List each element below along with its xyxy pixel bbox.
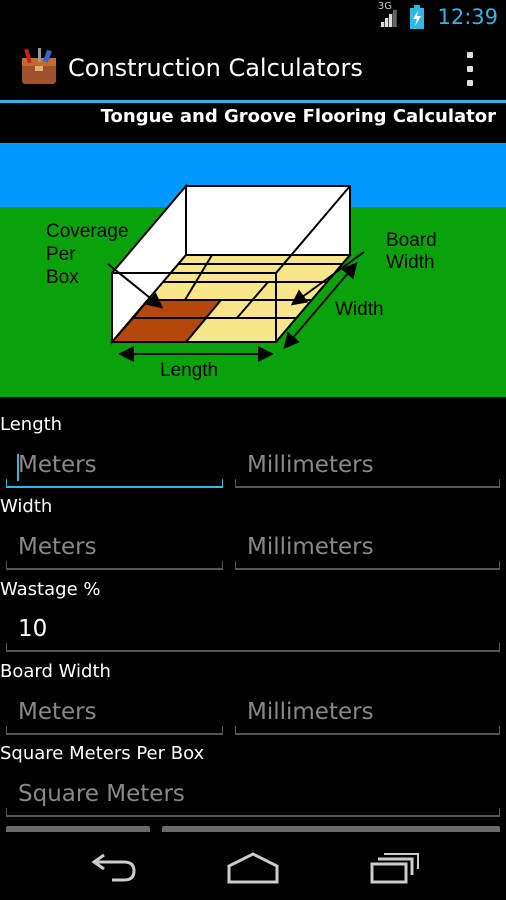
width-millimeters-placeholder: Millimeters <box>247 534 374 560</box>
calculate-button[interactable] <box>6 826 150 832</box>
board-width-label: Board Width <box>0 661 111 682</box>
status-clock: 12:39 <box>437 5 498 29</box>
width-meters-placeholder: Meters <box>18 534 97 560</box>
overflow-menu-icon[interactable] <box>460 52 480 86</box>
label-board: Board <box>386 230 437 251</box>
wastage-input[interactable]: 10 <box>6 610 500 652</box>
battery-charging-icon <box>410 5 425 29</box>
status-bar: 3G 12:39 <box>0 0 506 36</box>
coverage-board <box>130 299 224 319</box>
label-length: Length <box>160 360 218 381</box>
board-width-millimeters-placeholder: Millimeters <box>247 699 374 725</box>
sqm-per-box-placeholder: Square Meters <box>18 781 185 807</box>
action-bar-divider <box>0 100 506 103</box>
length-label: Length <box>0 414 63 435</box>
length-millimeters-placeholder: Millimeters <box>247 452 374 478</box>
network-type-label: 3G <box>377 1 392 12</box>
sqm-per-box-input[interactable]: Square Meters <box>6 775 500 817</box>
board-width-meters-placeholder: Meters <box>18 699 97 725</box>
navigation-bar <box>0 834 506 900</box>
board-width-meters-input[interactable]: Meters <box>6 693 223 735</box>
app-title: Construction Calculators <box>68 54 363 82</box>
width-meters-input[interactable]: Meters <box>6 528 223 570</box>
length-meters-input[interactable]: Meters <box>6 446 223 488</box>
length-meters-placeholder: Meters <box>18 452 97 478</box>
length-millimeters-input[interactable]: Millimeters <box>235 446 500 488</box>
label-board-width: Width <box>386 252 435 273</box>
flooring-diagram: Coverage Per Box Board Width Width Lengt… <box>0 143 506 397</box>
recent-apps-icon[interactable] <box>364 850 424 886</box>
action-bar: Construction Calculators <box>0 36 506 100</box>
width-millimeters-input[interactable]: Millimeters <box>235 528 500 570</box>
text-cursor <box>17 454 19 481</box>
width-label: Width <box>0 496 53 517</box>
toolbox-icon[interactable] <box>18 46 60 88</box>
home-icon[interactable] <box>223 850 283 886</box>
wastage-value: 10 <box>18 616 48 642</box>
sqm-per-box-label: Square Meters Per Box <box>0 743 205 764</box>
label-box: Box <box>46 267 79 288</box>
label-per: Per <box>46 244 76 265</box>
label-coverage: Coverage <box>46 221 128 242</box>
wastage-label: Wastage % <box>0 579 101 600</box>
label-width: Width <box>335 299 384 320</box>
board-width-millimeters-input[interactable]: Millimeters <box>235 693 500 735</box>
calculator-title: Tongue and Groove Flooring Calculator <box>100 106 496 127</box>
clear-button[interactable] <box>162 826 500 832</box>
signal-icon <box>379 9 398 27</box>
back-icon[interactable] <box>82 850 142 886</box>
